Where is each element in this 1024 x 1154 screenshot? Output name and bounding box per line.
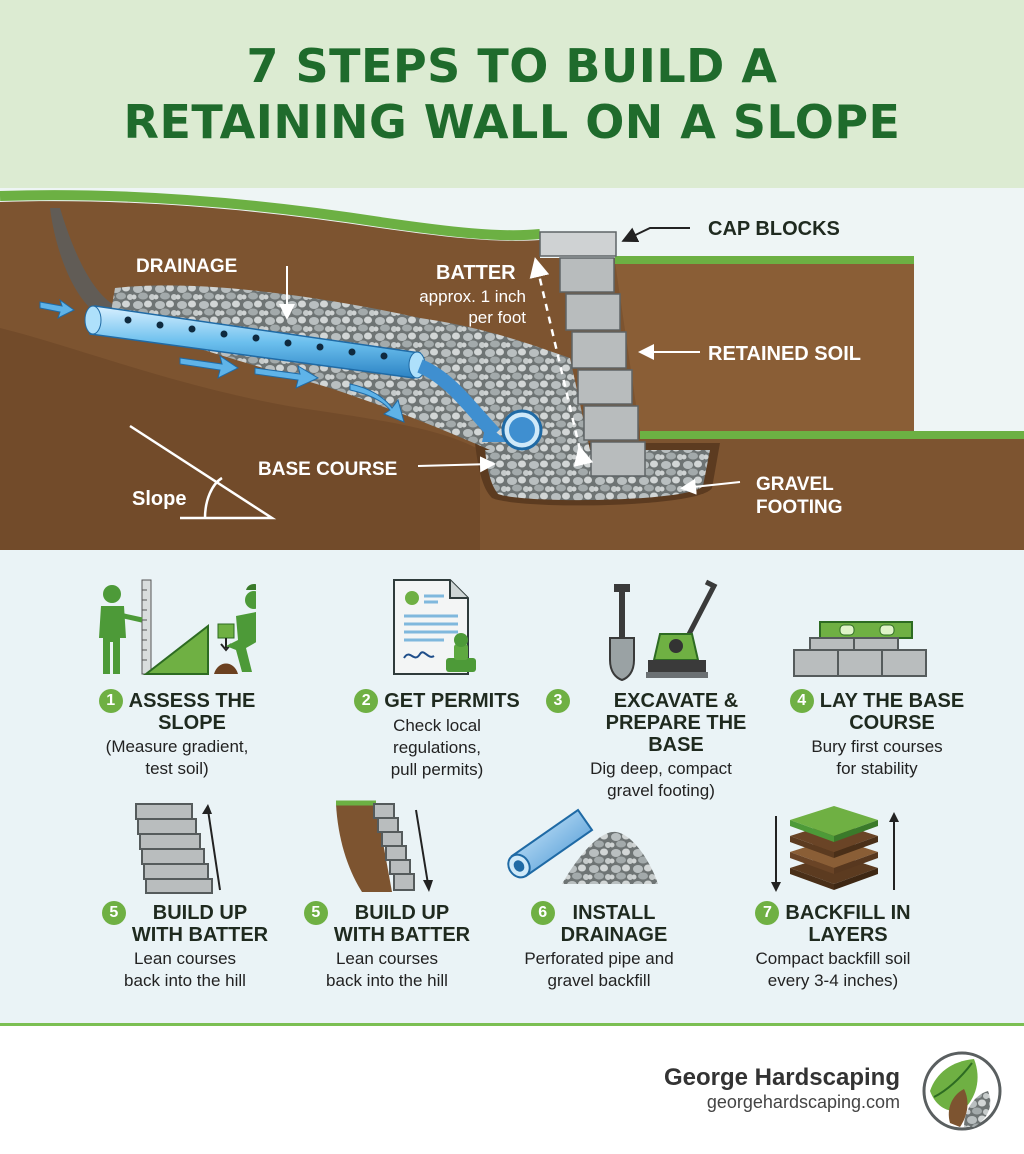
step-number-6: 6 (530, 901, 555, 925)
label-retained-soil: RETAINED SOIL (708, 343, 861, 365)
step-number-4: 4 (789, 689, 814, 713)
title-line-1: 7 STEPS TO BUILD A (246, 39, 778, 93)
step-text-1: (Measure gradient,test soil) (105, 737, 249, 778)
title-line-2: RETAINING WALL ON A SLOPE (123, 95, 901, 149)
step-number-2: 2 (354, 689, 379, 713)
step-number-5a: 5 (101, 901, 126, 925)
cross-section-diagram: CAP BLOCKS DRAINAGE BATTER approx. 1 inc… (0, 188, 1024, 550)
label-cap-blocks: CAP BLOCKS (708, 218, 840, 240)
label-batter-note-2: per foot (468, 308, 526, 327)
step-number-7: 7 (755, 901, 780, 925)
step-title-3: EXCAVATE &PREPARE THE BASE (605, 690, 747, 756)
level-blocks-icon (793, 621, 927, 677)
label-batter: BATTER (436, 262, 516, 284)
label-slope: Slope (132, 488, 186, 510)
step-number-5b: 5 (303, 901, 328, 925)
page-title: 7 STEPS TO BUILD A RETAINING WALL ON A S… (0, 38, 1024, 150)
step-number-1: 1 (98, 689, 123, 713)
footer-divider (0, 1023, 1024, 1026)
brand-url-link[interactable]: georgehardscaping.com (706, 1092, 900, 1112)
label-batter-note-1: approx. 1 inch (419, 287, 526, 306)
permit-document-icon (393, 579, 476, 675)
label-drainage: DRAINAGE (136, 256, 237, 277)
battered-wall-icon (336, 800, 433, 892)
label-gravel-footing-1: GRAVEL (756, 474, 834, 495)
label-base-course: BASE COURSE (258, 459, 397, 480)
label-gravel-footing-2: FOOTING (756, 497, 843, 518)
slope-indicator (129, 424, 277, 520)
footer: George Hardscaping georgehardscaping.com (0, 1026, 1024, 1154)
soil-layers-icon (771, 806, 899, 892)
drain-pipe (84, 305, 426, 379)
stacked-blocks-icon (135, 803, 221, 894)
header-band: 7 STEPS TO BUILD A RETAINING WALL ON A S… (0, 0, 1024, 188)
shovel-compactor-icon (609, 579, 718, 682)
leaf-stone-logo-icon (922, 1051, 1002, 1131)
cross-section-svg: CAP BLOCKS DRAINAGE BATTER approx. 1 inc… (0, 188, 1024, 550)
brand-name: George Hardscaping (663, 1064, 900, 1091)
step-3: 3 EXCAVATE &PREPARE THE BASE Dig deep, co… (546, 689, 776, 802)
step-number-3: 3 (546, 689, 570, 713)
step-title-2: GET PERMITS (384, 690, 520, 712)
pipe-gravel-icon (507, 808, 658, 884)
surveyor-icon (99, 579, 256, 675)
